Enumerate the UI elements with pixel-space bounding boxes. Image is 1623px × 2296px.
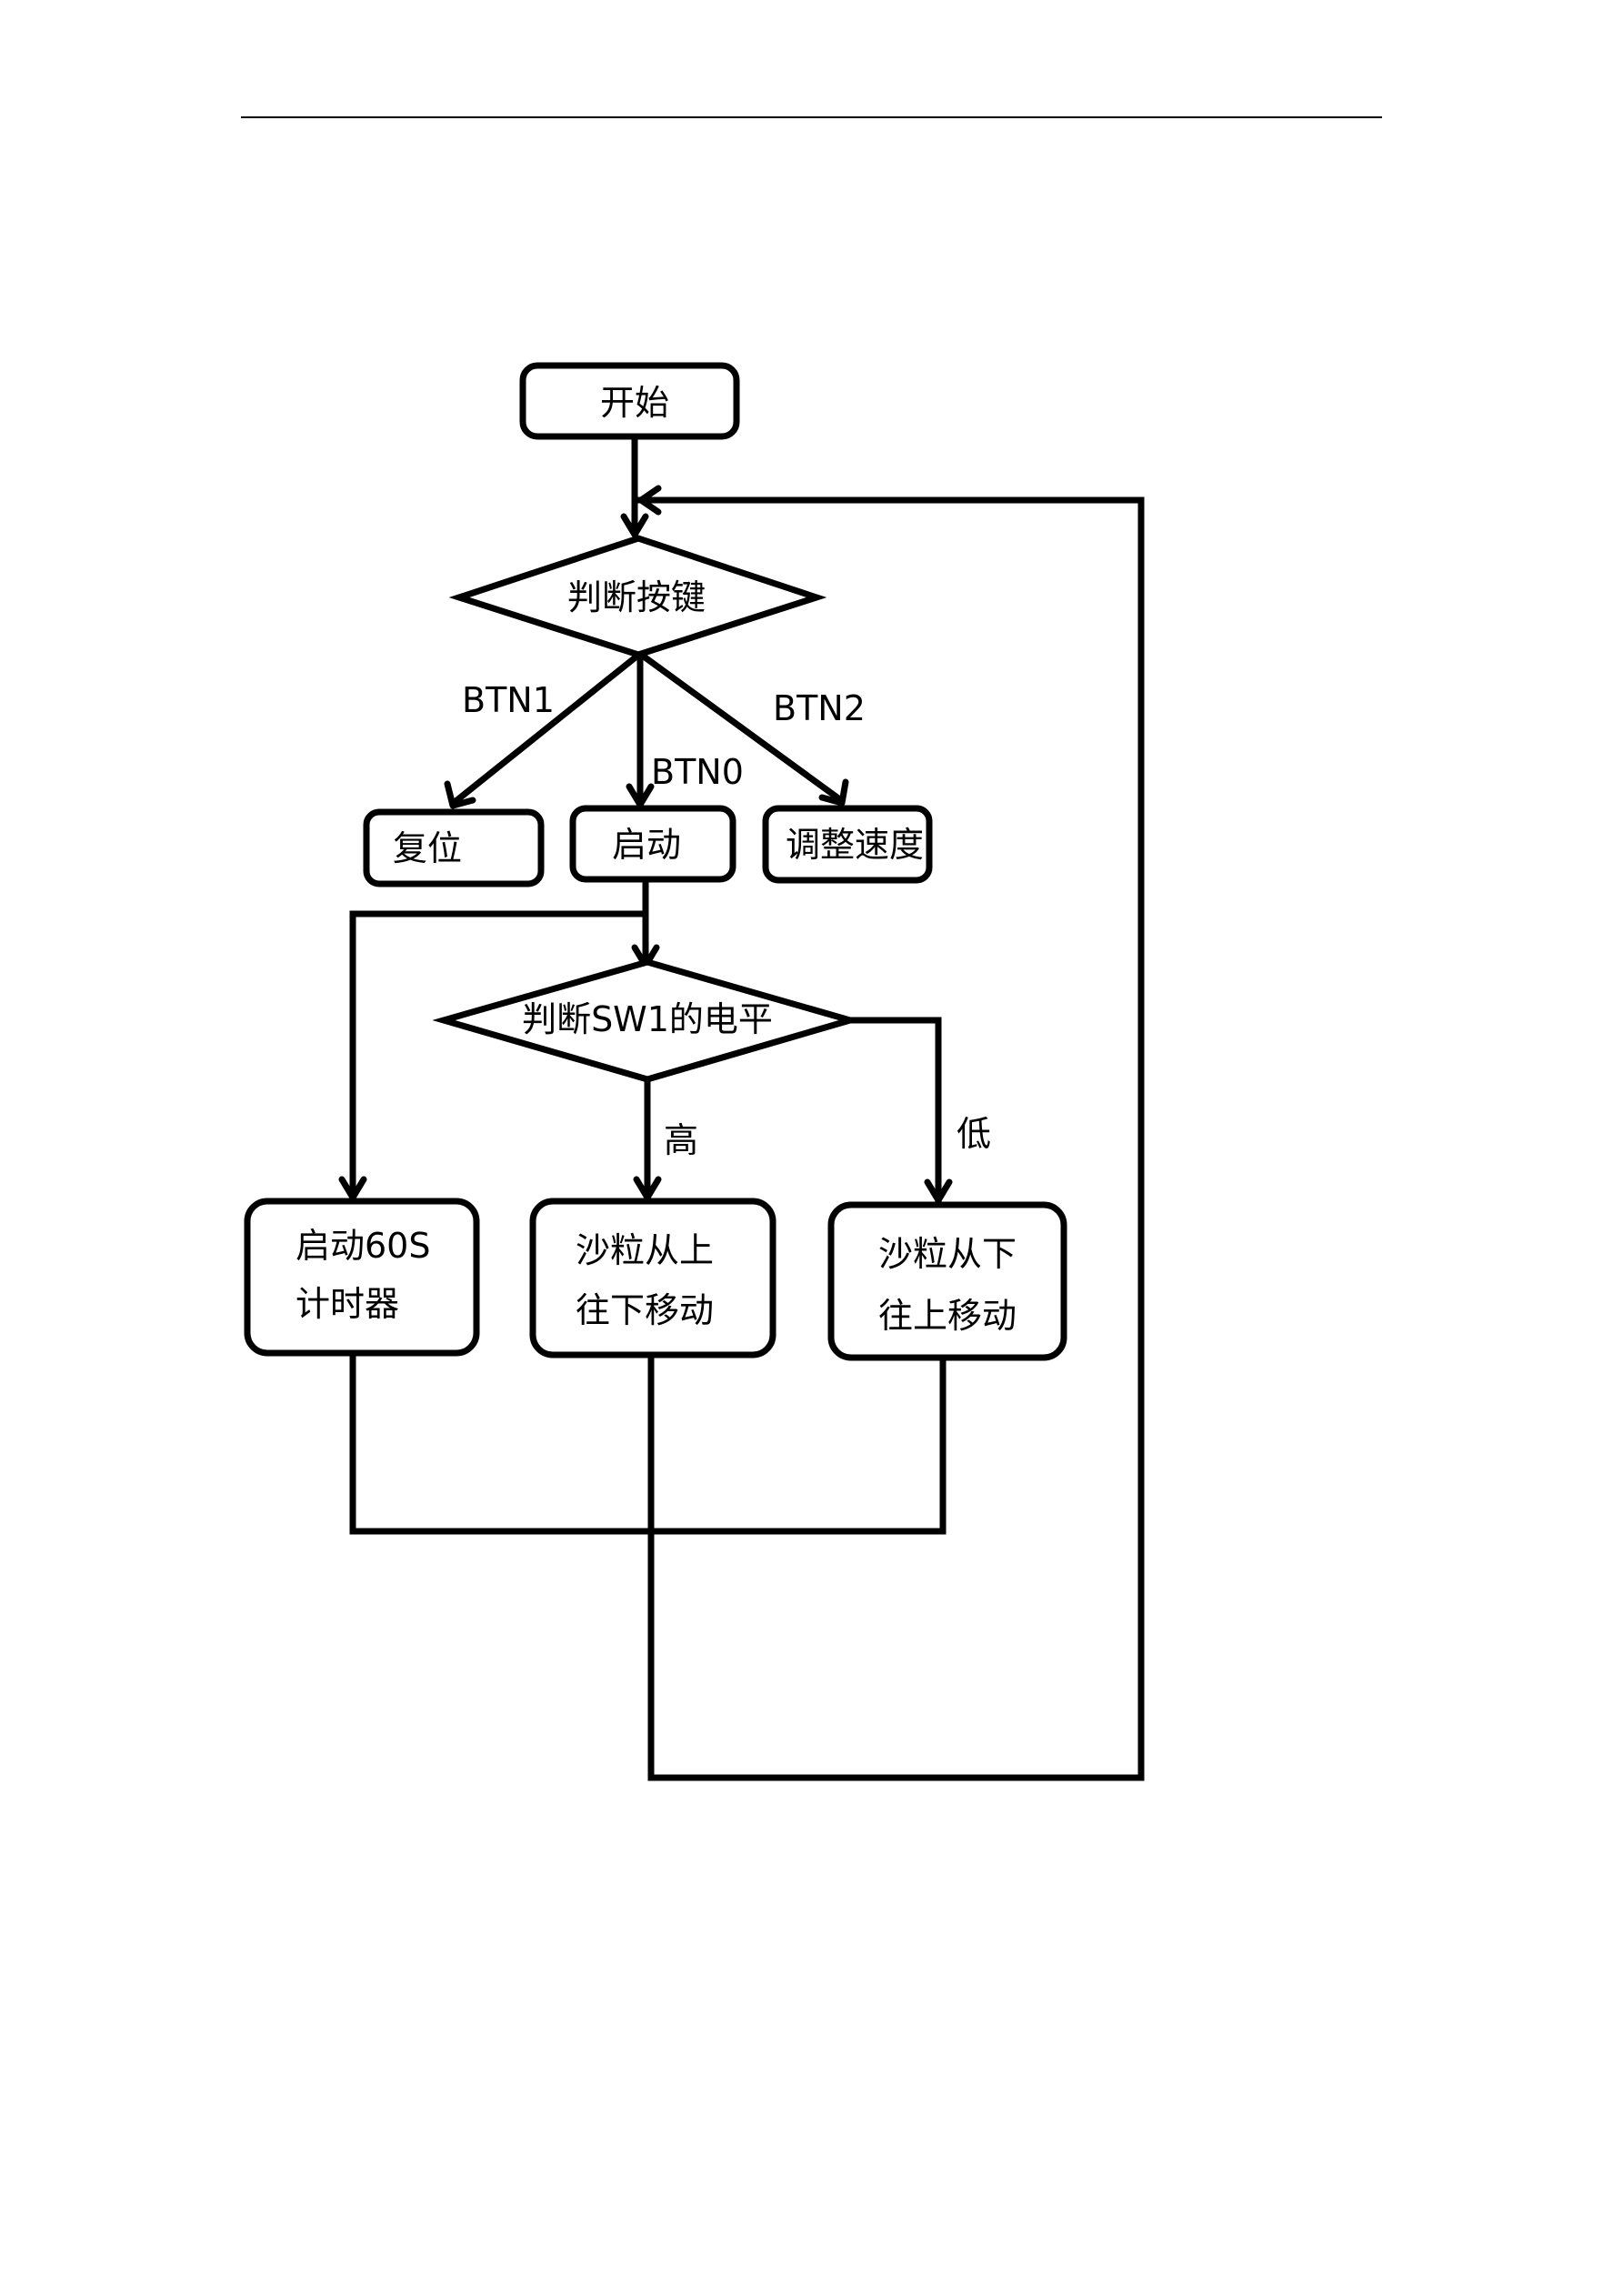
edge-label-btn2: BTN2 bbox=[773, 688, 866, 728]
sand-up-label-line2: 往上移动 bbox=[878, 1296, 1017, 1336]
edge-low bbox=[850, 1020, 938, 1198]
sand-down-node bbox=[533, 1201, 773, 1355]
timer-label-line1: 启动60S bbox=[296, 1226, 430, 1266]
adjust-speed-label: 调整速度 bbox=[786, 825, 924, 865]
timer-node bbox=[247, 1201, 476, 1353]
judge-key-label: 判断按键 bbox=[567, 577, 706, 617]
sand-down-label-line1: 沙粒从上 bbox=[576, 1230, 714, 1270]
edge-label-low: 低 bbox=[957, 1114, 991, 1154]
edge-loop-back bbox=[641, 500, 1141, 1778]
reset-label: 复位 bbox=[393, 828, 462, 868]
edge-label-high: 高 bbox=[664, 1120, 698, 1160]
sand-up-label-line1: 沙粒从下 bbox=[878, 1234, 1017, 1274]
start-label: 开始 bbox=[600, 383, 669, 423]
edge-btn1 bbox=[455, 657, 636, 802]
edge-label-btn0: BTN0 bbox=[651, 752, 744, 792]
sand-down-label-line2: 往下移动 bbox=[576, 1290, 714, 1330]
launch-label: 启动 bbox=[612, 825, 681, 865]
timer-label-line2: 计时器 bbox=[296, 1284, 399, 1324]
judge-sw1-label: 判断SW1的电平 bbox=[522, 999, 773, 1039]
edge-label-btn1: BTN1 bbox=[462, 680, 555, 720]
